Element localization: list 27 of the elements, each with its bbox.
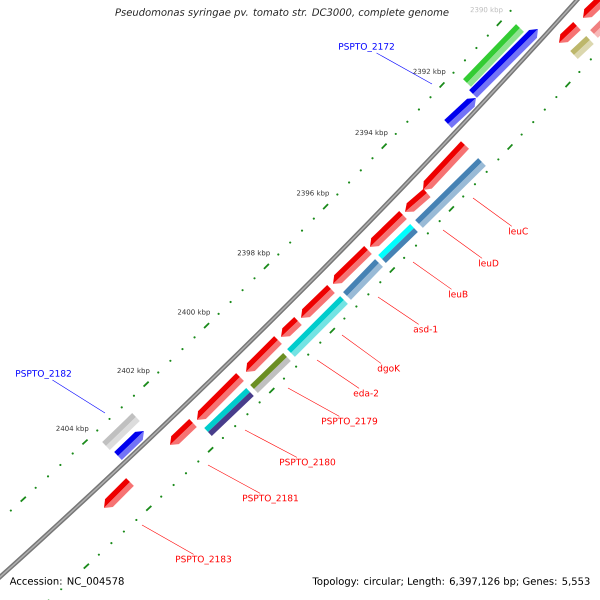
leader-line	[316, 360, 360, 389]
gene-label: PSPTO_2181	[243, 494, 298, 504]
gene-label: PSPTO_2183	[176, 556, 232, 564]
leader-line	[376, 52, 432, 84]
leader-line	[412, 262, 452, 290]
leader-line	[342, 334, 382, 364]
leader-line	[52, 380, 106, 414]
gene-label: leuB	[449, 290, 468, 298]
gene-label: PSPTO_2182	[16, 370, 71, 379]
title: Pseudomonas syringae pv. tomato str. DC3000, complete genome	[115, 8, 449, 18]
gene-label: asd-1	[414, 326, 438, 332]
gene-label: dgoK	[378, 364, 400, 374]
leader-line	[378, 296, 419, 325]
leader-line	[442, 230, 482, 259]
leader-line	[142, 524, 194, 555]
gene-label: PSPTO_2180	[280, 458, 336, 468]
leader-line	[288, 388, 340, 417]
leader-line	[208, 464, 260, 494]
leader-line	[472, 198, 512, 227]
genome-info-label: Topology: circular; Length: 6,397,126 bp; Genes: 5,553	[310, 576, 592, 588]
gene-label: PSPTO_2179	[322, 418, 378, 426]
leader-line	[244, 430, 298, 458]
gene-label: leuC	[509, 228, 528, 234]
gene-label: PSPTO_2172	[339, 43, 394, 52]
gene-label: leuD	[479, 260, 498, 266]
gene-label: eda-2	[354, 390, 378, 396]
accession-label: Accession: NC_004578	[8, 576, 126, 588]
